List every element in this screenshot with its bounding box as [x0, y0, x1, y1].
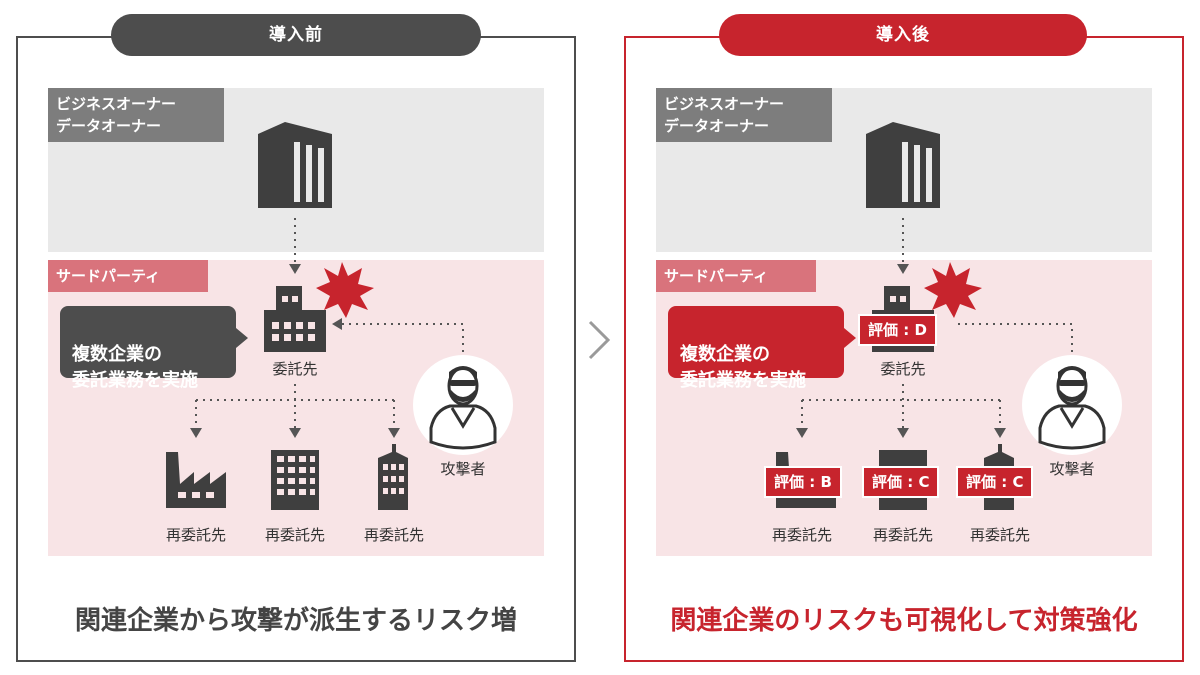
contractor-building-icon [264, 286, 326, 352]
alert-burst-icon [924, 262, 982, 318]
header-before: 導入前 [111, 14, 481, 56]
eval-badge-contractor: 評価 : D [858, 314, 937, 346]
subcontractor-label: 再委託先 [264, 526, 325, 544]
eval-badge-factory: 評価 : B [764, 466, 842, 498]
callout-box: 複数企業の 委託業務を実施 [668, 306, 856, 391]
alert-burst-icon [316, 262, 374, 318]
tower-building-icon [378, 444, 408, 510]
callout-box: 複数企業の 委託業務を実施 [60, 306, 248, 391]
subcontractor-label: 再委託先 [969, 526, 1030, 544]
contractor-label: 委託先 [880, 360, 926, 378]
eval-badge-office: 評価 : C [862, 466, 940, 498]
factory-icon [166, 452, 226, 508]
summary-before: 関連企業から攻撃が派生するリスク増 [74, 606, 517, 636]
subcontractor-label: 再委託先 [363, 526, 424, 544]
subcontractor-label: 再委託先 [872, 526, 933, 544]
attacker-icon [413, 355, 513, 455]
third-party-label: サードパーティ [656, 260, 816, 292]
contractor-label: 委託先 [272, 360, 318, 378]
owner-building-icon [866, 122, 940, 208]
eval-badge-tower: 評価 : C [956, 466, 1034, 498]
subcontractor-label: 再委託先 [771, 526, 832, 544]
business-owner-label: ビジネスオーナー データオーナー [656, 88, 832, 142]
owner-building-icon [258, 122, 332, 208]
attacker-icon [1022, 355, 1122, 455]
header-after: 導入後 [719, 14, 1087, 56]
business-owner-zone: ビジネスオーナー データオーナー [48, 88, 544, 252]
summary-band [18, 580, 574, 660]
callout-text: 複数企業の 委託業務を実施 [72, 344, 198, 391]
office-building-icon [271, 450, 319, 510]
third-party-label: サードパーティ [48, 260, 208, 292]
attacker-label: 攻撃者 [440, 460, 486, 478]
attacker-label: 攻撃者 [1049, 460, 1095, 478]
business-owner-label: ビジネスオーナー データオーナー [48, 88, 224, 142]
summary-after: 関連企業のリスクも可視化して対策強化 [670, 606, 1138, 636]
chevron-right-icon [588, 320, 611, 360]
summary-band [626, 580, 1182, 660]
callout-text: 複数企業の 委託業務を実施 [680, 344, 806, 391]
subcontractor-label: 再委託先 [165, 526, 226, 544]
